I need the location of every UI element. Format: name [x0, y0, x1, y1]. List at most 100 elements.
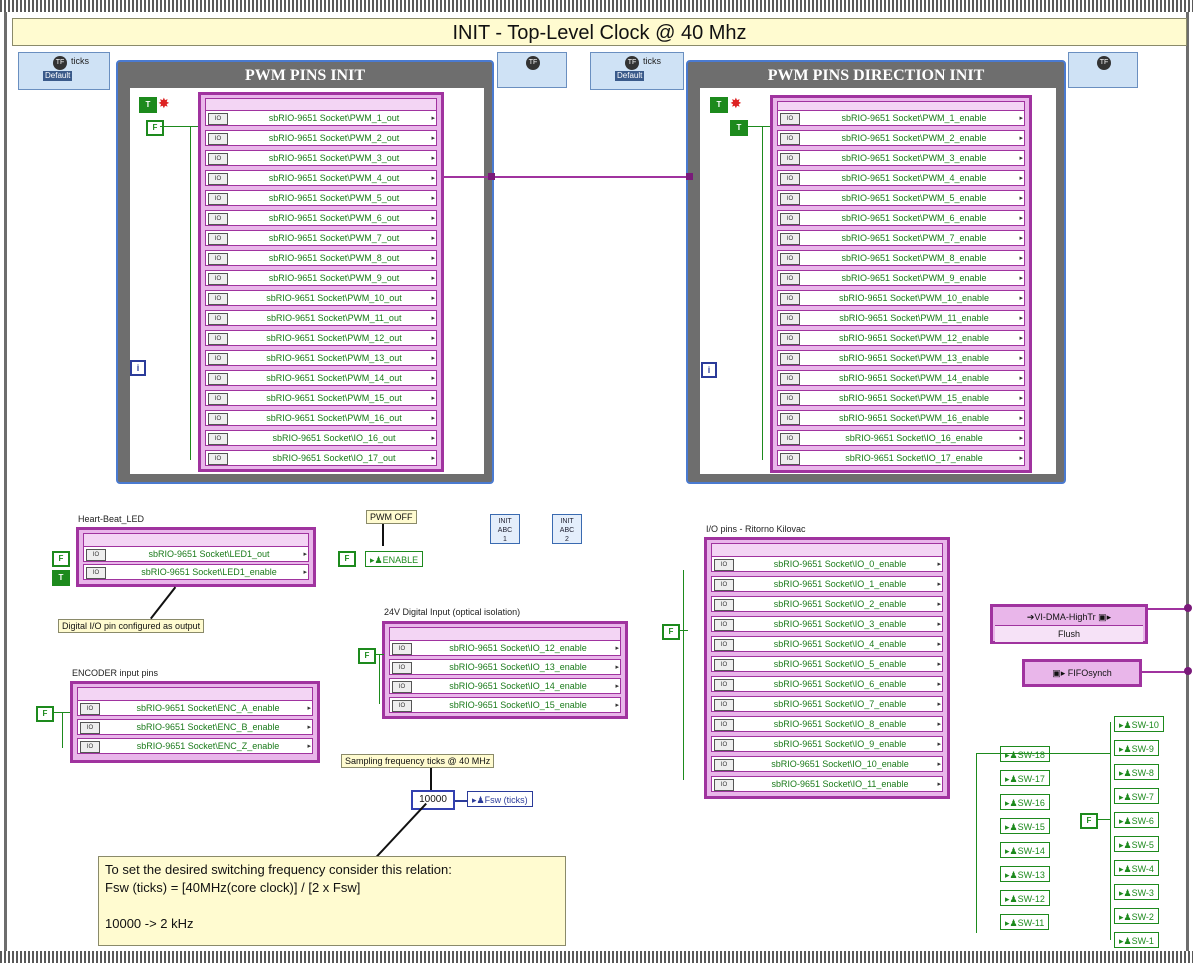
switch-indicator[interactable]: ▸♟SW-6	[1114, 812, 1159, 828]
switch-indicator[interactable]: ▸♟SW-7	[1114, 788, 1159, 804]
switch-indicator[interactable]: ▸♟SW-12	[1000, 890, 1050, 906]
case-default-label[interactable]: Default	[43, 71, 73, 81]
sampling-numeric-constant[interactable]: 10000	[411, 790, 455, 810]
switch-indicator[interactable]: ▸♟SW-11	[1000, 914, 1050, 930]
boolean-constant[interactable]: F	[36, 706, 54, 722]
switch-indicator[interactable]: ▸♟SW-8	[1114, 764, 1159, 780]
case-structure-right-end[interactable]: TF	[1068, 52, 1138, 88]
boolean-constant[interactable]: F	[146, 120, 164, 136]
case-default-label[interactable]: Default	[615, 71, 645, 81]
switch-indicator[interactable]: ▸♟SW-10	[1114, 716, 1164, 732]
switch-indicator[interactable]: ▸♟SW-17	[1000, 770, 1050, 786]
switch-indicator[interactable]: ▸♟SW-2	[1114, 908, 1159, 924]
fsw-local-variable[interactable]: ▸♟Fsw (ticks)	[467, 791, 533, 807]
enable-local-variable[interactable]: ▸♟ENABLE	[365, 551, 424, 567]
switch-indicator[interactable]: ▸♟SW-14	[1000, 842, 1050, 858]
switch-indicator[interactable]: ▸♟SW-13	[1000, 866, 1050, 882]
fifo-sync-node[interactable]: ▣▸ FIFOsynch	[1022, 659, 1142, 687]
boolean-constant[interactable]: T	[139, 97, 157, 113]
switch-indicator[interactable]: ▸♟SW-9	[1114, 740, 1159, 756]
switch-indicator[interactable]: ▸♟SW-15	[1000, 818, 1050, 834]
switch-indicator[interactable]: ▸♟SW-18	[1000, 746, 1050, 762]
case-structure-left[interactable]: TF ticks Default	[18, 52, 110, 90]
boolean-constant[interactable]: F	[52, 551, 70, 567]
case-structure-left-end[interactable]: TF	[497, 52, 567, 88]
boolean-constant[interactable]: F	[358, 648, 376, 664]
boolean-constant[interactable]: T	[730, 120, 748, 136]
switch-indicator[interactable]: ▸♟SW-4	[1114, 860, 1159, 876]
case-structure-right[interactable]: TF ticks Default	[590, 52, 684, 90]
boolean-constant[interactable]: T	[710, 97, 728, 113]
switch-indicator[interactable]: ▸♟SW-16	[1000, 794, 1050, 810]
boolean-constant[interactable]: F	[1080, 813, 1098, 829]
dma-fifo-method-node[interactable]: ➔VI-DMA-HighTr ▣▸ Flush	[990, 604, 1148, 644]
switch-indicator[interactable]: ▸♟SW-1	[1114, 932, 1159, 948]
switch-indicator[interactable]: ▸♟SW-3	[1114, 884, 1159, 900]
